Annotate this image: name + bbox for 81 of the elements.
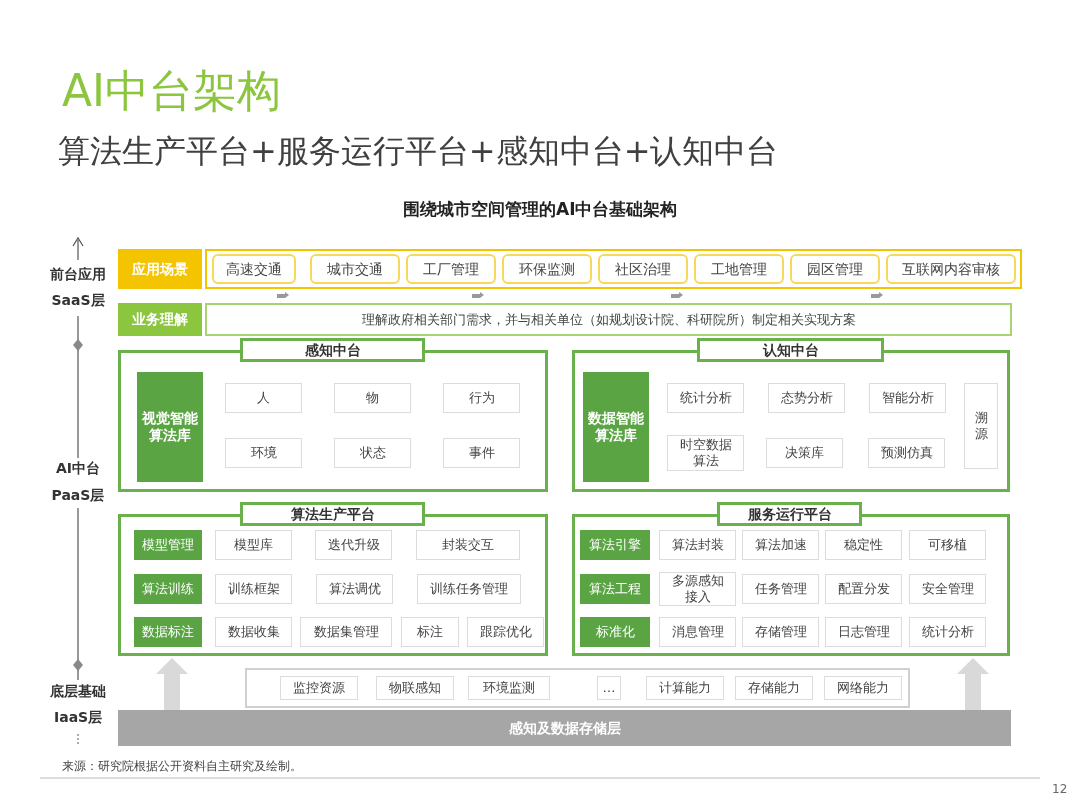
function-tag: 可移植	[909, 530, 986, 560]
function-tag: 稳定性	[825, 530, 902, 560]
function-tag: 日志管理	[825, 617, 902, 647]
function-tag: 状态	[334, 438, 411, 468]
function-tag: 任务管理	[742, 574, 819, 604]
function-tag: 模型库	[215, 530, 292, 560]
function-tag: 迭代升级	[315, 530, 392, 560]
diagram-heading: 围绕城市空间管理的AI中台基础架构	[403, 198, 678, 221]
function-tag: 安全管理	[909, 574, 986, 604]
row-tag: 算法工程	[580, 574, 650, 604]
scenario-tag: 互联网内容审核	[886, 254, 1016, 284]
row-tag: 标准化	[580, 617, 650, 647]
block-arrow	[156, 658, 188, 710]
function-tag: 多源感知接入	[659, 572, 736, 606]
function-tag: 统计分析	[667, 383, 744, 413]
function-tag: …	[597, 676, 621, 700]
function-tag: 时空数据算法	[667, 435, 744, 471]
scenario-frame	[205, 249, 1022, 289]
function-tag: 计算能力	[646, 676, 724, 700]
function-tag: 物	[334, 383, 411, 413]
layer-label: IaaS层	[54, 709, 103, 727]
function-tag: 智能分析	[869, 383, 946, 413]
function-tag: 溯源	[964, 383, 998, 469]
library-block: 数据智能算法库	[583, 372, 649, 482]
function-tag: 物联感知	[376, 676, 454, 700]
panel-title: 算法生产平台	[240, 502, 425, 526]
function-tag: 环境监测	[468, 676, 550, 700]
scenario-tag: 环保监测	[502, 254, 592, 284]
scenario-tag: 园区管理	[790, 254, 880, 284]
block-arrow	[957, 658, 989, 710]
function-tag: 监控资源	[280, 676, 358, 700]
panel-title: 服务运行平台	[717, 502, 862, 526]
function-tag: 环境	[225, 438, 302, 468]
library-block: 视觉智能算法库	[137, 372, 203, 482]
panel-title: 感知中台	[240, 338, 425, 362]
function-tag: 配置分发	[825, 574, 902, 604]
scenario-tag: 工地管理	[694, 254, 784, 284]
function-tag: 训练任务管理	[417, 574, 521, 604]
capability-frame	[245, 668, 910, 708]
function-tag: 消息管理	[659, 617, 736, 647]
row-tag: 算法引擎	[580, 530, 650, 560]
page-title: AI中台架构	[62, 64, 282, 118]
function-tag: 预测仿真	[868, 438, 945, 468]
function-tag: 事件	[443, 438, 520, 468]
subtitle: 算法生产平台+服务运行平台+感知中台+认知中台	[58, 131, 779, 172]
layer-label: 前台应用	[50, 266, 106, 284]
function-tag: 网络能力	[824, 676, 902, 700]
function-tag: 人	[225, 383, 302, 413]
function-tag: 存储能力	[735, 676, 813, 700]
panel-title: 认知中台	[697, 338, 884, 362]
page-number: 12	[1052, 782, 1068, 796]
row-tag: 模型管理	[134, 530, 202, 560]
category-tag: 应用场景	[118, 249, 202, 289]
scenario-tag: 高速交通	[212, 254, 296, 284]
scenario-tag: 工厂管理	[406, 254, 496, 284]
layer-label: SaaS层	[51, 292, 105, 310]
function-tag: 训练框架	[215, 574, 292, 604]
layer-bar: 感知及数据存储层	[118, 710, 1011, 746]
source-note: 来源：研究院根据公开资料自主研究及绘制。	[62, 758, 302, 775]
description-box: 理解政府相关部门需求，并与相关单位（如规划设计院、科研院所）制定相关实现方案	[205, 303, 1012, 336]
layer-label: AI中台	[56, 460, 101, 478]
row-tag: 数据标注	[134, 617, 202, 647]
scenario-tag: 社区治理	[598, 254, 688, 284]
function-tag: 跟踪优化	[467, 617, 544, 647]
row-tag: 算法训练	[134, 574, 202, 604]
function-tag: 算法调优	[316, 574, 393, 604]
function-tag: 数据收集	[215, 617, 292, 647]
function-tag: 行为	[443, 383, 520, 413]
function-tag: 算法加速	[742, 530, 819, 560]
scenario-tag: 城市交通	[310, 254, 400, 284]
function-tag: 标注	[401, 617, 459, 647]
function-tag: 封装交互	[416, 530, 520, 560]
function-tag: 算法封装	[659, 530, 736, 560]
category-tag: 业务理解	[118, 303, 202, 336]
layer-label: PaaS层	[51, 487, 105, 505]
function-tag: 数据集管理	[300, 617, 392, 647]
function-tag: 存储管理	[742, 617, 819, 647]
function-tag: 决策库	[766, 438, 843, 468]
layer-label: 底层基础	[50, 683, 106, 701]
function-tag: 统计分析	[909, 617, 986, 647]
function-tag: 态势分析	[768, 383, 845, 413]
